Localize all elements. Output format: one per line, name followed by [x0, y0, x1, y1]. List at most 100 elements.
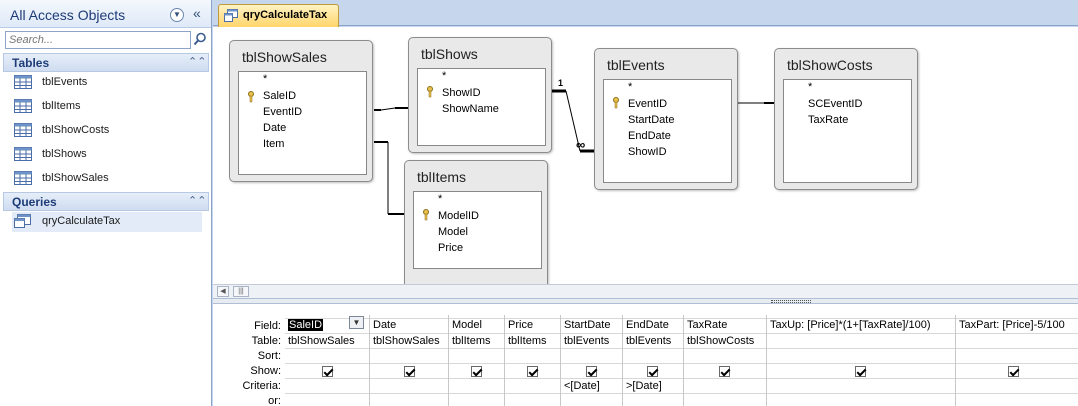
field-list[interactable]: * SCEventID TaxRate — [783, 79, 912, 183]
horizontal-scrollbar[interactable]: ◀ ||| — [213, 284, 1078, 298]
table-cell[interactable]: tblItems — [508, 335, 547, 347]
field-cell[interactable]: TaxPart: [Price]-5/100 — [959, 319, 1065, 331]
group-tables[interactable]: Tables ⌃⌃ — [3, 53, 209, 72]
tab-qryCalculateTax[interactable]: qryCalculateTax — [218, 4, 339, 27]
table-title[interactable]: tblShowCosts — [787, 57, 873, 73]
criteria-cell[interactable]: <[Date] — [564, 380, 600, 392]
table-box-tblShows[interactable]: tblShows * ShowID ShowName — [408, 37, 552, 153]
field-all[interactable]: * — [808, 81, 813, 93]
search-input[interactable] — [6, 32, 190, 48]
field-item[interactable]: Model — [438, 226, 468, 238]
splitter-grip-icon[interactable] — [771, 300, 811, 303]
field-item[interactable]: EndDate — [628, 130, 671, 142]
grid-column-TaxRate[interactable]: TaxRate tblShowCosts — [684, 315, 767, 406]
show-checkbox[interactable] — [719, 366, 730, 377]
table-box-tblShowSales[interactable]: tblShowSales * SaleID EventID Date Item — [229, 40, 373, 182]
table-cell[interactable]: tblItems — [452, 335, 491, 347]
field-item[interactable]: ShowName — [442, 103, 499, 115]
show-checkbox[interactable] — [404, 366, 415, 377]
chevron-down-icon[interactable]: ▼ — [170, 8, 184, 22]
table-box-tblItems[interactable]: tblItems * ModelID Model Price — [404, 160, 548, 294]
field-item[interactable]: Date — [263, 122, 287, 134]
field-cell[interactable]: Price — [508, 319, 534, 331]
chevron-down-icon[interactable]: ▼ — [349, 316, 364, 329]
collapse-group-icon[interactable]: ⌃⌃ — [188, 195, 207, 207]
field-item[interactable]: SCEventID — [808, 98, 863, 110]
field-list[interactable]: * SaleID EventID Date Item — [238, 71, 367, 175]
table-title[interactable]: tblEvents — [607, 57, 665, 73]
field-item[interactable]: EventID — [263, 106, 303, 118]
field-cell[interactable]: TaxRate — [687, 319, 728, 331]
grid-column-TaxPart[interactable]: TaxPart: [Price]-5/100 — [956, 315, 1078, 406]
grid-column-SaleID[interactable]: SaleID ▼ tblShowSales — [285, 315, 370, 406]
field-item[interactable]: EventID — [628, 98, 668, 110]
table-cell[interactable]: tblShowSales — [373, 335, 440, 347]
group-queries[interactable]: Queries ⌃⌃ — [3, 192, 209, 211]
field-item[interactable]: Item — [263, 138, 285, 150]
table-cell[interactable]: tblEvents — [564, 335, 610, 347]
field-item[interactable]: ShowID — [628, 146, 667, 158]
table-cell[interactable]: tblShowSales — [288, 335, 355, 347]
grid-column-Model[interactable]: Model tblItems — [449, 315, 505, 406]
nav-item-tblItems[interactable]: tblItems — [12, 97, 202, 117]
table-cell[interactable]: tblShowCosts — [687, 335, 755, 347]
grid-column-Price[interactable]: Price tblItems — [505, 315, 561, 406]
nav-header[interactable]: All Access Objects ▼ « — [0, 0, 211, 28]
nav-item-tblShowCosts[interactable]: tblShowCosts — [12, 121, 202, 141]
grid-column-Date[interactable]: Date tblShowSales — [370, 315, 449, 406]
field-list[interactable]: * ModelID Model Price — [413, 191, 542, 269]
show-checkbox[interactable] — [322, 366, 333, 377]
field-cell[interactable]: EndDate — [626, 319, 669, 331]
nav-item-tblEvents[interactable]: tblEvents — [12, 73, 202, 93]
field-all[interactable]: * — [628, 81, 633, 93]
show-checkbox[interactable] — [586, 366, 597, 377]
table-box-tblShowCosts[interactable]: tblShowCosts * SCEventID TaxRate — [774, 48, 918, 190]
join-line-sales-shows — [374, 107, 408, 111]
show-checkbox[interactable] — [647, 366, 658, 377]
nav-item-qryCalculateTax[interactable]: qryCalculateTax — [12, 212, 202, 232]
grid-column-StartDate[interactable]: StartDate tblEvents <[Date] — [561, 315, 623, 406]
field-item[interactable]: ShowID — [442, 87, 481, 99]
query-design-canvas[interactable]: 1 ∞ tblShowSales * SaleID EventID Date I… — [213, 27, 1078, 294]
field-cell[interactable]: TaxUp: [Price]*(1+[TaxRate]/100) — [770, 319, 931, 331]
field-all[interactable]: * — [438, 193, 443, 205]
table-title[interactable]: tblItems — [417, 169, 467, 185]
table-title[interactable]: tblShowSales — [242, 49, 327, 65]
table-title[interactable]: tblShows — [421, 46, 478, 62]
scroll-thumb[interactable]: ||| — [233, 286, 249, 297]
field-cell[interactable]: SaleID — [288, 319, 324, 331]
nav-title[interactable]: All Access Objects — [10, 7, 126, 23]
field-item[interactable]: ModelID — [438, 210, 479, 222]
field-cell[interactable]: Date — [373, 319, 397, 331]
table-box-tblEvents[interactable]: tblEvents * EventID StartDate EndDate Sh… — [594, 48, 738, 190]
pane-splitter[interactable] — [213, 298, 1078, 304]
show-checkbox[interactable] — [1008, 366, 1019, 377]
grid-column-EndDate[interactable]: EndDate tblEvents >[Date] — [623, 315, 684, 406]
field-all[interactable]: * — [263, 73, 268, 85]
show-checkbox[interactable] — [471, 366, 482, 377]
field-list[interactable]: * EventID StartDate EndDate ShowID — [603, 79, 732, 183]
scroll-left-button[interactable]: ◀ — [217, 286, 229, 297]
grid-column-TaxUp[interactable]: TaxUp: [Price]*(1+[TaxRate]/100) — [767, 315, 956, 406]
show-checkbox[interactable] — [855, 366, 866, 377]
field-cell[interactable]: Model — [452, 319, 482, 331]
nav-item-tblShows[interactable]: tblShows — [12, 145, 202, 165]
field-item[interactable]: Price — [438, 242, 464, 254]
field-all[interactable]: * — [442, 70, 447, 82]
table-icon — [14, 123, 32, 137]
search-box[interactable] — [5, 31, 191, 49]
field-item[interactable]: StartDate — [628, 114, 675, 126]
collapse-group-icon[interactable]: ⌃⌃ — [188, 56, 207, 68]
field-item[interactable]: SaleID — [263, 90, 297, 102]
field-cell-selected[interactable]: SaleID — [288, 319, 324, 331]
search-icon[interactable] — [193, 32, 207, 46]
field-item[interactable]: TaxRate — [808, 114, 849, 126]
field-list[interactable]: * ShowID ShowName — [417, 68, 546, 146]
key-icon — [423, 209, 429, 221]
criteria-cell[interactable]: >[Date] — [626, 380, 662, 392]
show-checkbox[interactable] — [527, 366, 538, 377]
table-cell[interactable]: tblEvents — [626, 335, 672, 347]
field-cell[interactable]: StartDate — [564, 319, 611, 331]
collapse-pane-icon[interactable]: « — [193, 5, 201, 21]
nav-item-tblShowSales[interactable]: tblShowSales — [12, 169, 202, 189]
